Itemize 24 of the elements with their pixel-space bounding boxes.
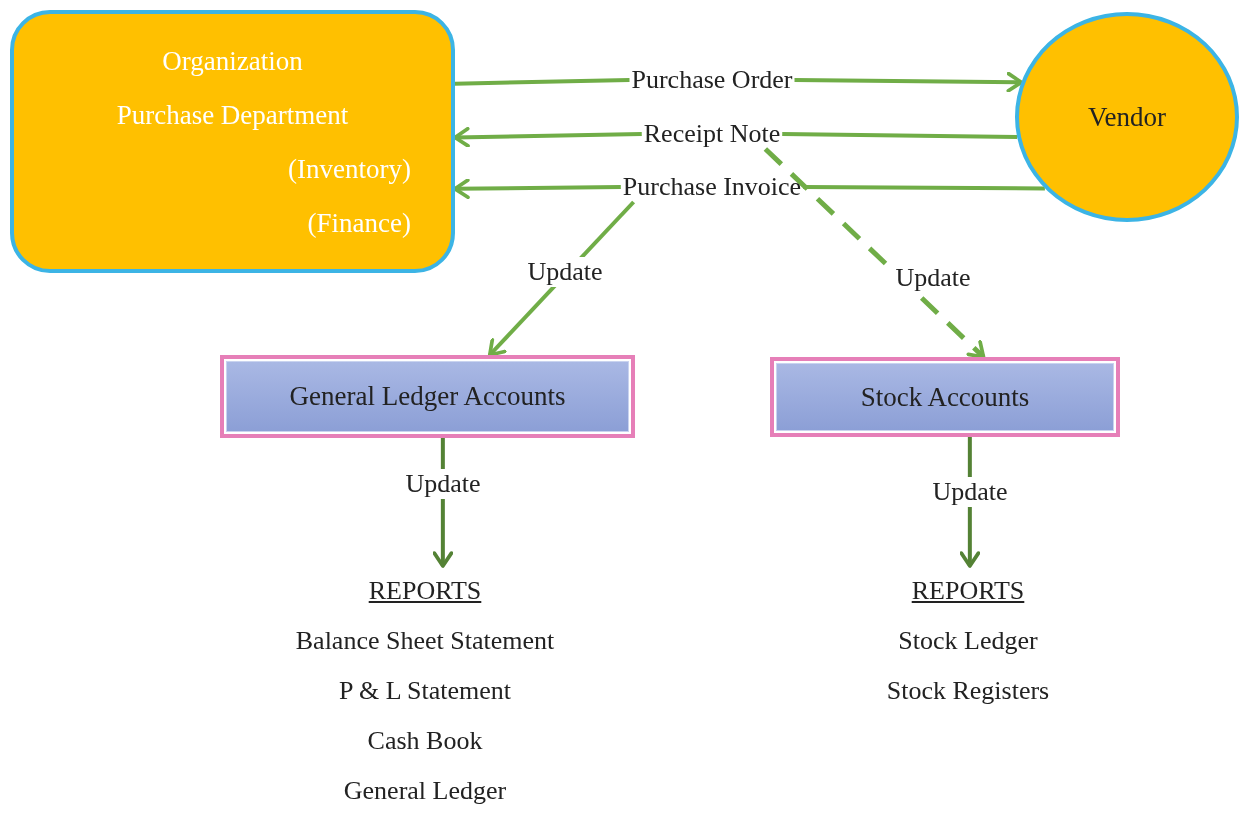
account-label: General Ledger Accounts [289,381,566,412]
report-name: Stock Registers [886,675,1050,707]
box-text: (Inventory) [287,152,411,186]
organization-box [10,10,455,273]
report-name: General Ledger [343,775,507,807]
arrow [763,147,986,359]
box-text: Purchase Department [115,98,350,132]
report-name: Stock Ledger [898,625,1038,657]
report-name: Cash Book [367,725,483,757]
report-name: P & L Statement [338,675,512,707]
arrow [453,126,642,148]
document-label: Purchase Order [629,65,795,95]
box-text: Organization [161,44,304,78]
arrow [453,178,621,200]
reports-heading: REPORTS [368,575,482,607]
account-label: Stock Accounts [860,381,1030,413]
account-box [220,355,635,438]
report-name: Balance Sheet Statement [295,625,555,657]
ellipse-label: Vendor [1088,101,1166,133]
document-label: Purchase Invoice [620,172,804,202]
account-box [770,357,1120,437]
reports-heading: REPORTS [911,575,1025,607]
box-text: (Finance) [306,206,411,240]
document-label: Receipt Note [641,119,783,149]
